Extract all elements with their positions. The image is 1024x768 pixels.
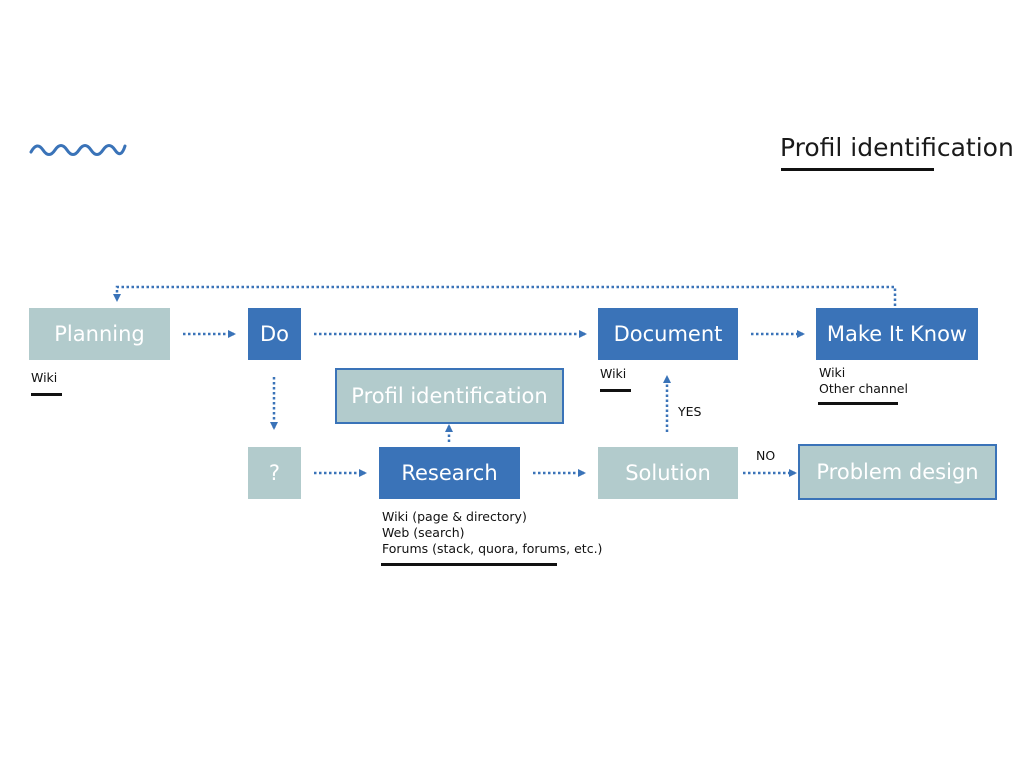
note-research-line-2: Web (search) — [382, 525, 465, 540]
note-planning: Wiki — [31, 370, 57, 386]
note-research-rule — [381, 563, 557, 566]
edge-label-yes: YES — [678, 404, 702, 419]
note-make-it-know: Wiki Other channel — [819, 365, 908, 397]
note-research-line-1: Wiki (page & directory) — [382, 509, 527, 524]
node-solution: Solution — [598, 447, 738, 499]
node-planning: Planning — [29, 308, 170, 360]
node-problem-design: Problem design — [798, 444, 997, 500]
node-research: Research — [379, 447, 520, 499]
edge-label-no: NO — [756, 448, 776, 463]
note-planning-rule — [31, 393, 62, 396]
node-profil-identification: Profil identification — [335, 368, 564, 424]
wave-logo-icon — [29, 144, 127, 156]
note-planning-line: Wiki — [31, 370, 58, 385]
note-research: Wiki (page & directory) Web (search) For… — [382, 509, 602, 557]
note-document-line: Wiki — [600, 366, 627, 381]
note-research-line-3: Forums (stack, quora, forums, etc.) — [382, 541, 603, 556]
note-make-it-know-line-2: Other channel — [819, 381, 908, 396]
arrow-make-it-know-to-planning — [113, 285, 897, 306]
node-document: Document — [598, 308, 738, 360]
note-document: Wiki — [600, 366, 626, 382]
node-make-it-know: Make It Know — [816, 308, 978, 360]
node-unknown: ? — [248, 447, 301, 499]
title-underline — [781, 168, 934, 171]
page-title: Profil identification — [780, 133, 1014, 162]
note-make-it-know-line-1: Wiki — [819, 365, 846, 380]
note-make-it-know-rule — [818, 402, 898, 405]
node-do: Do — [248, 308, 301, 360]
note-document-rule — [600, 389, 631, 392]
